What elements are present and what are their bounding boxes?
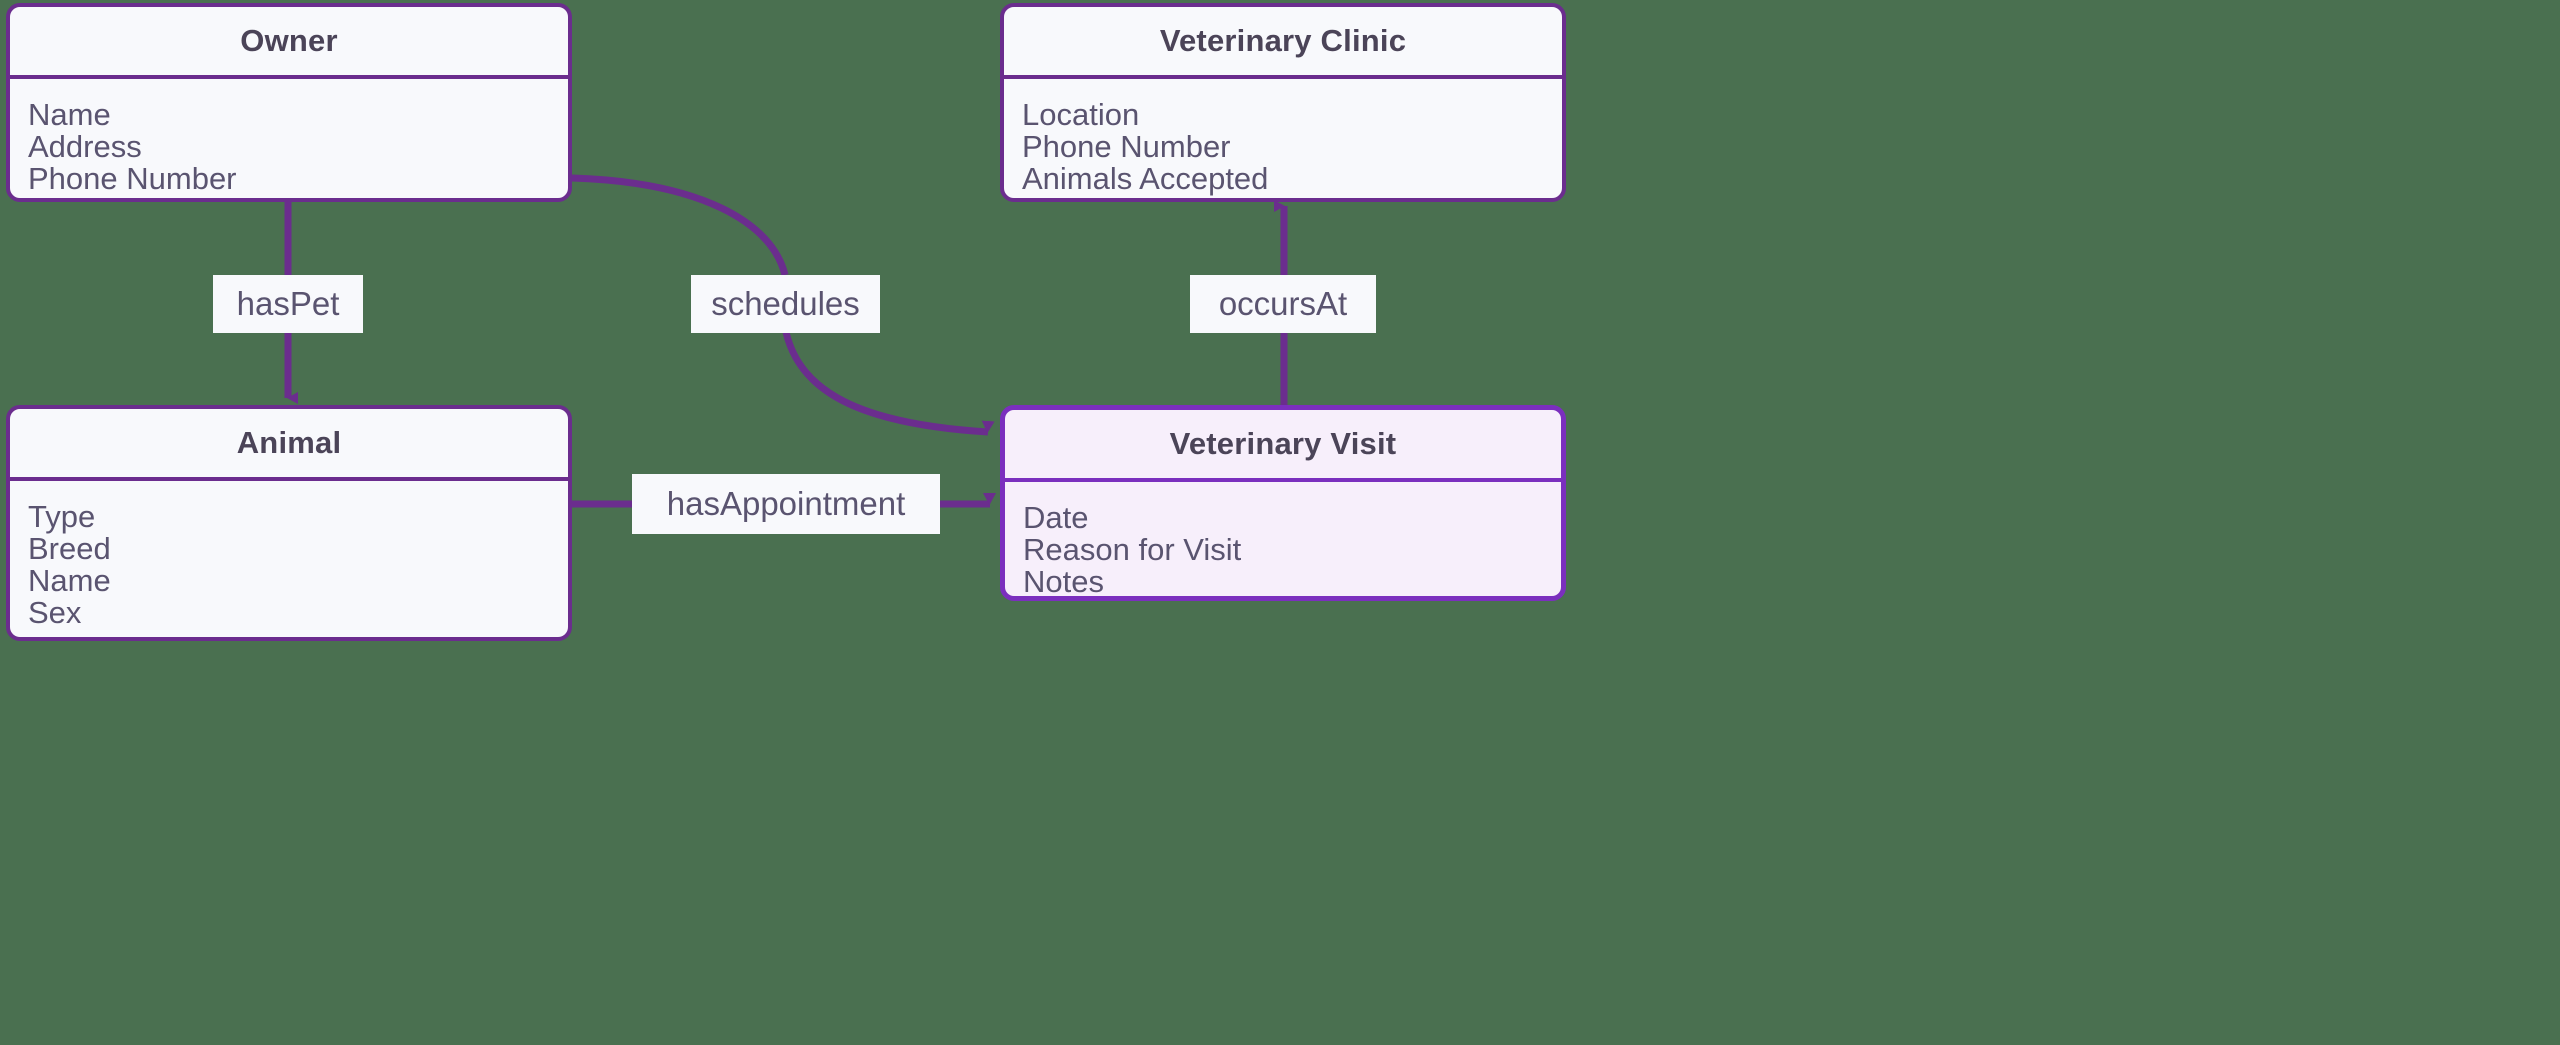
attribute: Notes [1023, 564, 1104, 599]
attribute: Animals Accepted [1022, 161, 1269, 196]
entity-animal[interactable]: Animal Type Breed Name Sex [6, 405, 572, 641]
attribute: Name [28, 563, 111, 598]
relationship-label-has-pet[interactable]: hasPet [213, 275, 363, 333]
attribute: Phone Number [1022, 129, 1231, 164]
edge-schedules-upper [571, 174, 789, 276]
entity-owner-attributes: Name Address Phone Number [10, 79, 568, 198]
attribute: Location [1022, 97, 1140, 132]
entity-veterinary-clinic[interactable]: Veterinary Clinic Location Phone Number … [1000, 3, 1566, 202]
relationship-label-occurs-at[interactable]: occursAt [1190, 275, 1376, 333]
attribute: Type [28, 499, 96, 534]
entity-veterinary-visit[interactable]: Veterinary Visit Date Reason for Visit N… [1000, 405, 1566, 601]
entity-animal-attributes: Type Breed Name Sex [10, 481, 568, 637]
entity-owner-title: Owner [240, 23, 338, 58]
edge-schedules-lower [782, 331, 995, 436]
entity-veterinary-clinic-title: Veterinary Clinic [1159, 23, 1407, 58]
attribute: Phone Number [28, 161, 237, 196]
attribute: Address [28, 129, 142, 164]
entity-veterinary-visit-header: Veterinary Visit [1005, 410, 1561, 482]
entity-owner-header: Owner [10, 7, 568, 79]
attribute: Reason for Visit [1023, 532, 1242, 567]
entity-veterinary-visit-attributes: Date Reason for Visit Notes [1005, 482, 1561, 599]
entity-animal-title: Animal [236, 425, 342, 460]
entity-veterinary-visit-title: Veterinary Visit [1169, 426, 1397, 461]
attribute: Breed [28, 531, 111, 566]
entity-veterinary-clinic-attributes: Location Phone Number Animals Accepted [1004, 79, 1562, 198]
entity-owner[interactable]: Owner Name Address Phone Number [6, 3, 572, 202]
entity-animal-header: Animal [10, 409, 568, 481]
entity-veterinary-clinic-header: Veterinary Clinic [1004, 7, 1562, 79]
relationship-label-has-appointment[interactable]: hasAppointment [632, 474, 940, 534]
attribute: Date [1023, 500, 1089, 535]
attribute: Name [28, 97, 111, 132]
attribute: Sex [28, 595, 82, 630]
relationship-label-schedules[interactable]: schedules [691, 275, 880, 333]
